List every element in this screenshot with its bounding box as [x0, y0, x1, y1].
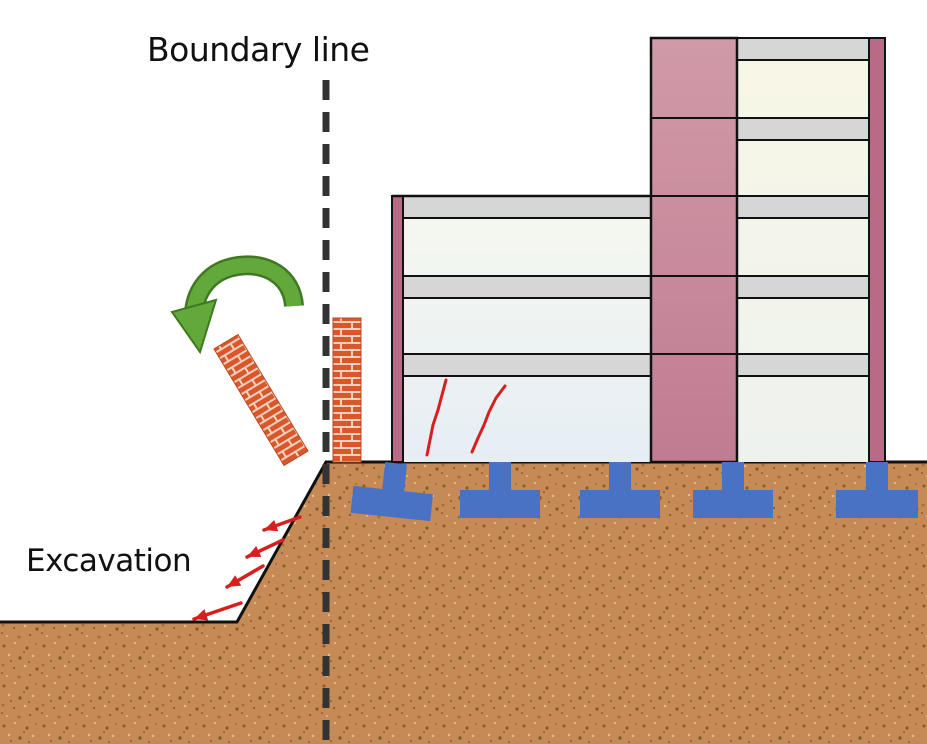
boundary-line-label: Boundary line	[147, 30, 370, 69]
crack	[470, 384, 507, 454]
floor-slab	[736, 195, 870, 219]
brick-wall-tilting	[213, 333, 309, 467]
column-left	[391, 195, 404, 463]
curved-arrow-counterclockwise-icon	[170, 255, 304, 355]
arrow-left-down-icon	[245, 538, 285, 559]
footing-tilted	[350, 462, 433, 522]
arrow-left-down-icon	[225, 564, 265, 589]
floor-slab	[736, 275, 870, 299]
excavation-label: Excavation	[26, 543, 192, 579]
soil-ground	[0, 462, 927, 744]
footing	[836, 462, 918, 518]
floor-slab	[736, 353, 870, 377]
crack	[425, 378, 448, 457]
column-right	[868, 37, 886, 463]
soil-movement-arrows	[192, 515, 302, 621]
arrow-left-down-icon	[192, 601, 243, 621]
floor-slab	[402, 353, 654, 377]
floor-slab	[402, 275, 654, 299]
column-wide	[649, 36, 739, 464]
brick-wall-standing	[332, 317, 362, 463]
low-wing-glass	[398, 196, 653, 462]
building	[391, 36, 886, 464]
arrow-left-down-icon	[262, 515, 302, 532]
footing	[580, 462, 660, 518]
floor-slab	[736, 117, 870, 141]
floor-slab	[402, 195, 654, 219]
floor-slab	[736, 37, 870, 61]
footing	[693, 462, 773, 518]
footing	[460, 462, 540, 518]
tall-block-glass	[737, 38, 869, 462]
footings	[350, 462, 918, 522]
